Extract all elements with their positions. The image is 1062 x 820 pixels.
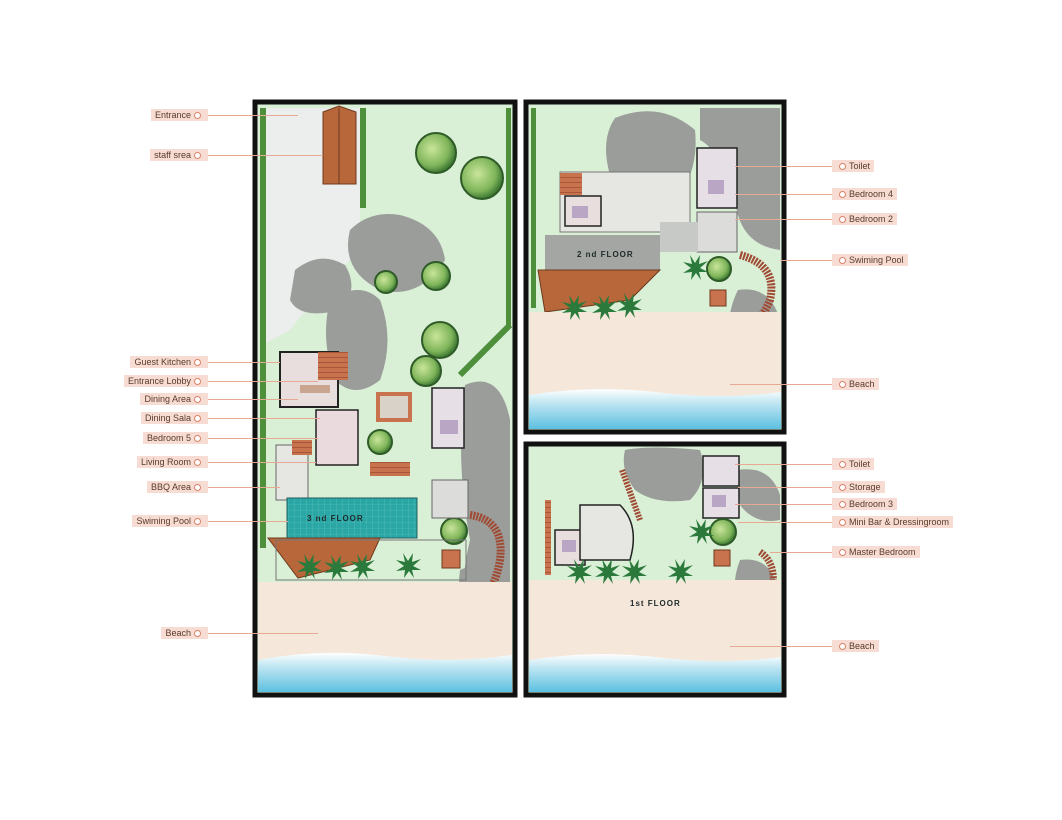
callout-dot-icon — [839, 501, 846, 509]
panel-second-floor — [523, 99, 787, 435]
callout-text: Entrance Lobby — [127, 376, 191, 386]
callout-toilet-2nd: Toilet — [832, 160, 875, 172]
leader-line — [208, 521, 288, 522]
callout-bedroom-3: Bedroom 3 — [832, 498, 898, 510]
leader-line — [780, 260, 832, 261]
callout-text: Entrance — [154, 110, 191, 120]
callout-text: Toilet — [849, 459, 871, 469]
leader-line — [735, 504, 832, 505]
callout-text: Bedroom 4 — [849, 189, 894, 199]
leader-line — [208, 462, 316, 463]
callout-text: Living Room — [140, 457, 191, 467]
callout-staff-area: staff srea — [150, 149, 208, 161]
leader-line — [730, 646, 832, 647]
callout-dot-icon — [194, 630, 201, 638]
second-floor-label: 2 nd FLOOR — [577, 250, 634, 259]
callout-living-room: Living Room — [136, 456, 208, 468]
leader-line — [208, 399, 298, 400]
callout-dot-icon — [194, 152, 201, 160]
callout-master-bedroom: Master Bedroom — [832, 546, 920, 558]
callout-dining-area: Dining Area — [140, 393, 208, 405]
leader-line — [208, 381, 318, 382]
callout-dot-icon — [839, 163, 846, 171]
callout-dot-icon — [194, 484, 201, 492]
first-floor-label: 1st FLOOR — [630, 599, 681, 608]
callout-dot-icon — [839, 484, 846, 492]
callout-dot-icon — [839, 191, 846, 199]
callout-guest-kitchen: Guest Kitchen — [130, 356, 208, 368]
callout-beach-3rd: Beach — [161, 627, 208, 639]
callout-bedroom-2: Bedroom 2 — [832, 213, 898, 225]
callout-text: BBQ Area — [150, 482, 191, 492]
callout-beach-2nd: Beach — [832, 378, 879, 390]
leader-line — [208, 438, 318, 439]
callout-mini-bar: Mini Bar & Dressingroom — [832, 516, 954, 528]
callout-text: Storage — [849, 482, 881, 492]
callout-text: Beach — [849, 379, 875, 389]
callout-bedroom-4: Bedroom 4 — [832, 188, 898, 200]
leader-line — [735, 219, 832, 220]
third-floor-label: 3 nd FLOOR — [307, 514, 364, 523]
callout-text: Mini Bar & Dressingroom — [849, 517, 950, 527]
callout-text: Bedroom 5 — [146, 433, 191, 443]
leader-line — [735, 166, 832, 167]
callout-swimming-pool-3rd: Swiming Pool — [132, 515, 208, 527]
callout-storage: Storage — [832, 481, 885, 493]
leader-line — [208, 115, 298, 116]
callout-text: Bedroom 2 — [849, 214, 894, 224]
callout-dot-icon — [839, 257, 846, 265]
callout-text: Dining Sala — [144, 413, 191, 423]
callout-dot-icon — [839, 549, 846, 557]
callout-dot-icon — [839, 216, 846, 224]
leader-line — [738, 487, 832, 488]
leader-line — [208, 418, 320, 419]
callout-bbq-area: BBQ Area — [146, 481, 208, 493]
callout-swimming-pool-2nd: Swiming Pool — [832, 254, 908, 266]
callout-dot-icon — [194, 396, 201, 404]
callout-dot-icon — [839, 461, 846, 469]
callout-bedroom-5: Bedroom 5 — [142, 432, 208, 444]
callout-beach-1st: Beach — [832, 640, 879, 652]
callout-dot-icon — [194, 435, 201, 443]
callout-dot-icon — [839, 643, 846, 651]
callout-dot-icon — [194, 378, 201, 386]
callout-dot-icon — [839, 519, 846, 527]
callout-dot-icon — [194, 518, 201, 526]
leader-line — [208, 633, 318, 634]
leader-line — [735, 194, 832, 195]
callout-text: Master Bedroom — [849, 547, 916, 557]
callout-dot-icon — [839, 381, 846, 389]
panel-third-floor — [252, 99, 518, 698]
callout-text: Swiming Pool — [136, 516, 191, 526]
callout-entrance-lobby: Entrance Lobby — [123, 375, 208, 387]
leader-line — [735, 464, 832, 465]
leader-line — [730, 384, 832, 385]
callout-text: Toilet — [849, 161, 871, 171]
panel-first-floor — [523, 441, 787, 698]
callout-text: Beach — [165, 628, 191, 638]
callout-dining-sala: Dining Sala — [140, 412, 208, 424]
leader-line — [208, 155, 323, 156]
callout-text: Guest Kitchen — [134, 357, 191, 367]
callout-dot-icon — [194, 415, 201, 423]
callout-text: Beach — [849, 641, 875, 651]
callout-dot-icon — [194, 359, 201, 367]
leader-line — [770, 552, 832, 553]
callout-toilet-1st: Toilet — [832, 458, 875, 470]
callout-dot-icon — [194, 459, 201, 467]
callout-entrance: Entrance — [150, 109, 208, 121]
callout-text: staff srea — [154, 150, 191, 160]
callout-dot-icon — [194, 112, 201, 120]
callout-text: Dining Area — [144, 394, 191, 404]
leader-line — [208, 487, 280, 488]
callout-text: Swiming Pool — [849, 255, 904, 265]
callout-text: Bedroom 3 — [849, 499, 894, 509]
leader-line — [738, 522, 832, 523]
leader-line — [208, 362, 280, 363]
